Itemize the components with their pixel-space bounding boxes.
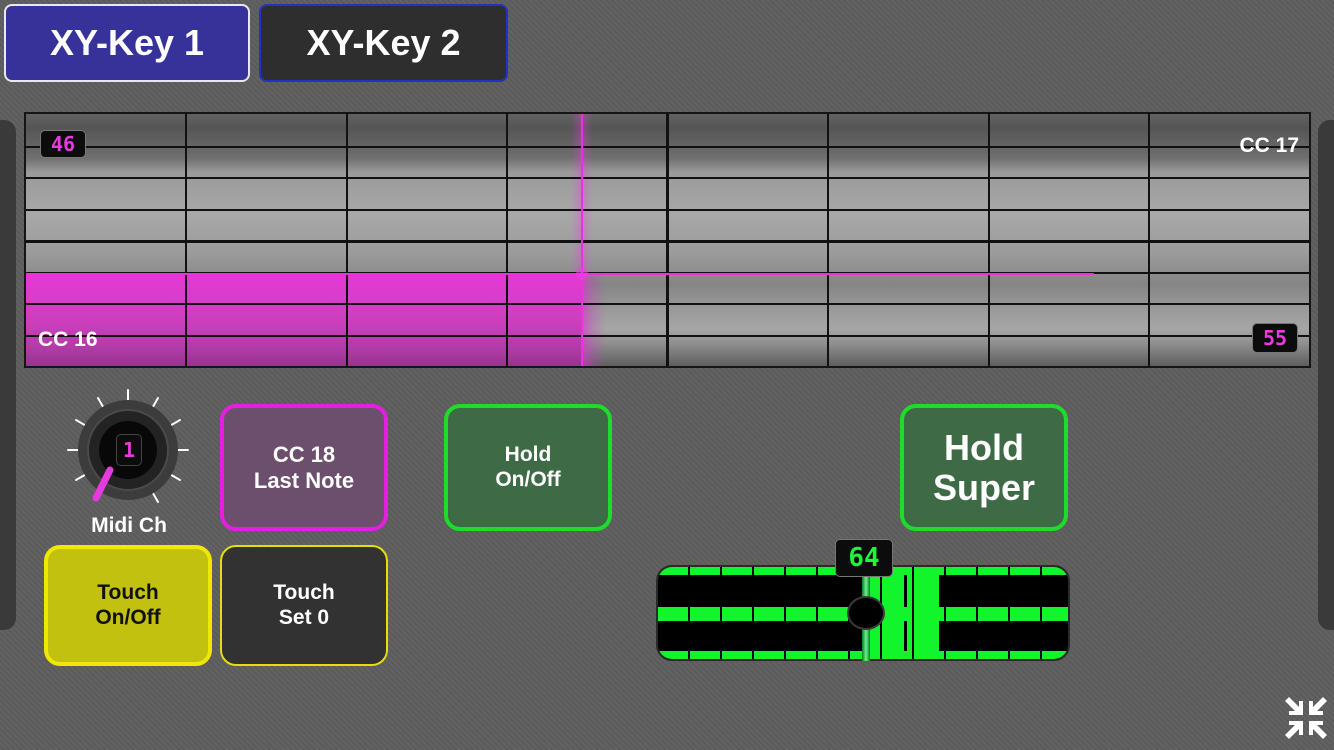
left-edge-rail: [0, 120, 16, 630]
hold-super-label: Hold Super: [932, 426, 1036, 508]
grid-line-h: [26, 303, 1309, 305]
hold-toggle-button[interactable]: Hold On/Off: [444, 404, 612, 531]
slider-value-display: 64: [835, 539, 893, 577]
x-value-display: 55: [1252, 323, 1298, 353]
touch-toggle-label: Touch On/Off: [95, 581, 161, 629]
compress-arrows-icon[interactable]: [1283, 695, 1329, 741]
midi-channel-knob[interactable]: 1: [62, 384, 194, 516]
grid-line-h: [26, 177, 1309, 179]
cursor-horizontal-line: [26, 273, 1094, 275]
grid-line-h-major: [26, 240, 1309, 243]
grid-line-h: [26, 335, 1309, 337]
cursor-vertical-line: [581, 114, 583, 366]
tab-xy-key-1[interactable]: XY-Key 1: [4, 4, 250, 82]
cc18-last-note-button[interactable]: CC 18 Last Note: [220, 404, 388, 531]
right-edge-rail: [1318, 120, 1334, 630]
touch-set-zero-label: Touch Set 0: [273, 581, 335, 629]
cc18-last-note-label: CC 18 Last Note: [253, 442, 355, 493]
grid-line-h: [26, 209, 1309, 211]
midi-channel-display: 1: [116, 434, 142, 466]
touch-set-zero-button[interactable]: Touch Set 0: [220, 545, 388, 666]
x-axis-label: CC 16: [38, 328, 98, 351]
hold-toggle-label: Hold On/Off: [495, 443, 561, 491]
hold-super-button[interactable]: Hold Super: [900, 404, 1068, 531]
tab-xy-key-2[interactable]: XY-Key 2: [259, 4, 508, 82]
cursor-point[interactable]: [576, 268, 588, 280]
xy-pad[interactable]: 46 55 CC 17 CC 16: [24, 112, 1311, 368]
grid-line-h: [26, 146, 1309, 148]
y-value-display: 46: [40, 130, 86, 158]
slider-thumb[interactable]: [847, 596, 885, 630]
midi-channel-label: Midi Ch: [91, 514, 167, 537]
y-axis-label: CC 17: [1239, 134, 1299, 157]
x-value-fill: [26, 274, 606, 366]
touch-toggle-button[interactable]: Touch On/Off: [44, 545, 212, 666]
